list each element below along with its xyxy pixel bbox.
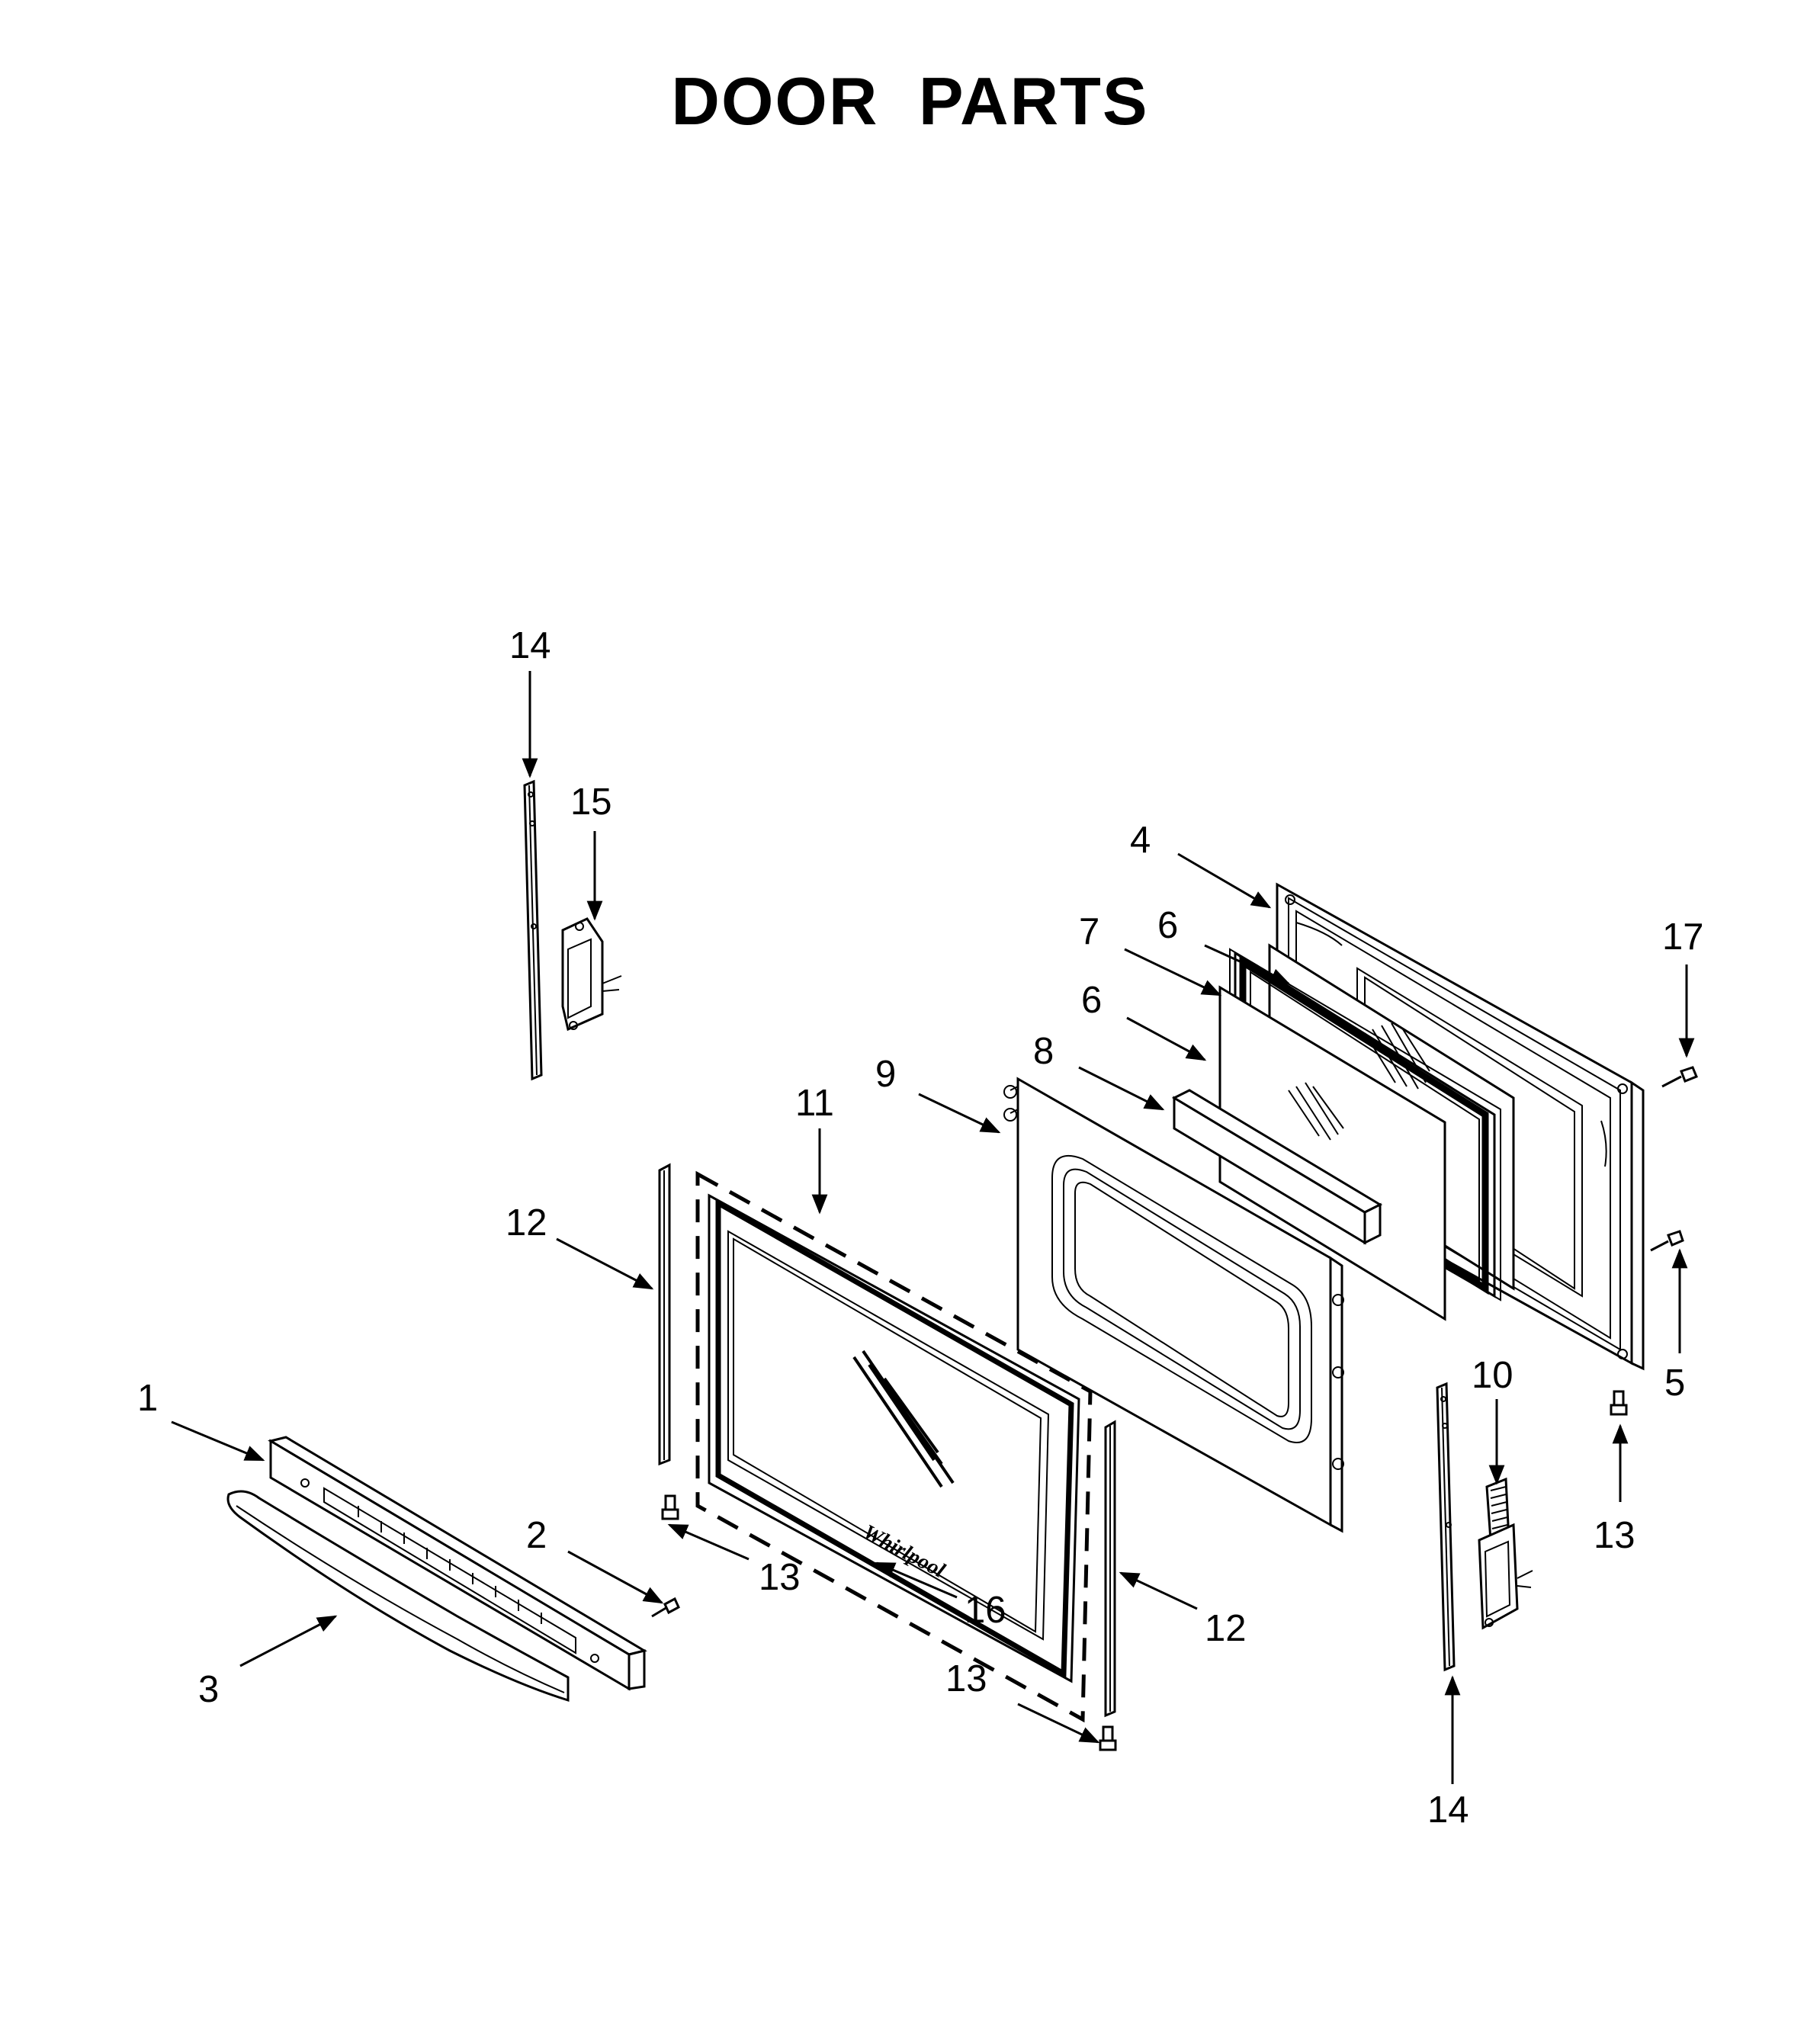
- callout-15: 15: [570, 782, 612, 823]
- callout-16: 16: [965, 1590, 1006, 1631]
- screw-part-17: [1661, 1066, 1698, 1088]
- door-side-trim-left: [658, 1163, 671, 1466]
- callout-9: 9: [875, 1054, 896, 1095]
- callout-12-left: 12: [506, 1202, 547, 1244]
- door-hinge-lower: [1478, 1477, 1533, 1630]
- screw-part-13-left: [661, 1494, 679, 1520]
- door-side-trim-right: [1104, 1420, 1116, 1718]
- door-hinge-upper: [561, 917, 622, 1032]
- callout-13-right: 13: [1594, 1515, 1635, 1556]
- callout-13-left: 13: [759, 1557, 801, 1598]
- callout-2: 2: [526, 1515, 547, 1556]
- callout-14-bottom: 14: [1427, 1789, 1469, 1831]
- handle-trim-cap: [268, 1436, 647, 1691]
- screw-part-2: [651, 1597, 680, 1618]
- callout-12-right: 12: [1205, 1608, 1247, 1649]
- callout-11: 11: [795, 1083, 834, 1124]
- callout-10: 10: [1472, 1355, 1513, 1396]
- hinge-channel-lower: [1436, 1382, 1456, 1672]
- callout-1: 1: [137, 1378, 158, 1419]
- hinge-channel-upper: [523, 779, 543, 1081]
- callout-4: 4: [1130, 820, 1151, 861]
- diagram-title: DOOR PARTS: [671, 63, 1149, 139]
- callout-6-upper: 6: [1157, 905, 1178, 946]
- screw-part-5: [1650, 1230, 1684, 1252]
- outer-glass-panel: Whirlpool: [695, 1170, 1093, 1723]
- leader-lines: [171, 671, 1695, 1784]
- callout-17: 17: [1662, 916, 1704, 958]
- screw-part-13-right: [1610, 1390, 1628, 1416]
- inner-door-panel: [1003, 1077, 1344, 1533]
- callout-3: 3: [198, 1669, 219, 1710]
- screw-part-13-bottom: [1099, 1725, 1117, 1751]
- door-handle: [226, 1490, 570, 1703]
- callout-13-bottom: 13: [945, 1658, 987, 1699]
- callout-7: 7: [1079, 911, 1099, 952]
- callout-14-top: 14: [509, 625, 551, 666]
- door-insulation: [1171, 1089, 1383, 1245]
- callout-8: 8: [1033, 1031, 1054, 1072]
- callout-6-lower: 6: [1081, 980, 1102, 1021]
- callout-5: 5: [1664, 1362, 1685, 1404]
